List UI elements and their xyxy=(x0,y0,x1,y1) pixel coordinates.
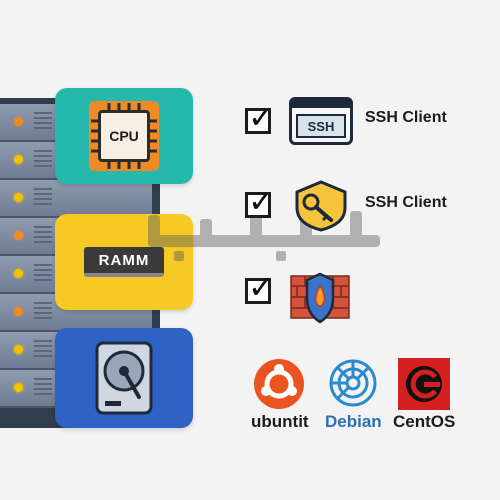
cpu-chip-icon: CPU xyxy=(89,101,159,171)
key-shield-icon xyxy=(295,180,347,232)
status-led xyxy=(14,231,23,240)
cpu-label: CPU xyxy=(98,110,150,162)
status-led xyxy=(14,269,23,278)
checkmark-icon: ✓ xyxy=(248,183,275,219)
centos-logo-icon xyxy=(398,358,450,410)
status-led xyxy=(14,345,23,354)
distro-name-debian: Debian xyxy=(325,412,382,431)
firewall-icon xyxy=(290,272,350,324)
ubuntu-logo-icon xyxy=(254,359,304,409)
ssh-icon-text: SSH xyxy=(296,114,346,138)
status-led xyxy=(14,383,23,392)
status-led xyxy=(14,117,23,126)
feature-checkbox[interactable]: ✓ xyxy=(245,271,275,304)
debian-swirl-icon xyxy=(329,359,377,407)
checkmark-icon: ✓ xyxy=(248,269,275,305)
terminal-window-icon: SSH xyxy=(289,97,353,145)
ram-label: RAMM xyxy=(84,247,164,277)
hard-drive-icon xyxy=(95,341,153,415)
brand-watermark xyxy=(130,206,400,266)
distro-name-ubuntu: ubuntit xyxy=(251,412,309,431)
status-led xyxy=(14,155,23,164)
feature-checkbox[interactable]: ✓ xyxy=(245,185,275,218)
rack-unit xyxy=(0,180,152,218)
cpu-card: CPU xyxy=(55,88,193,184)
hdd-card xyxy=(55,328,193,428)
status-led xyxy=(14,307,23,316)
feature-checkbox[interactable]: ✓ xyxy=(245,101,275,134)
feature-label: SSH Client xyxy=(365,109,447,126)
status-led xyxy=(14,193,23,202)
feature-label: SSH Client xyxy=(365,194,447,211)
checkmark-icon: ✓ xyxy=(248,99,275,135)
distro-name-centos: CentOS xyxy=(393,412,456,431)
ram-card: RAMM xyxy=(55,214,193,310)
